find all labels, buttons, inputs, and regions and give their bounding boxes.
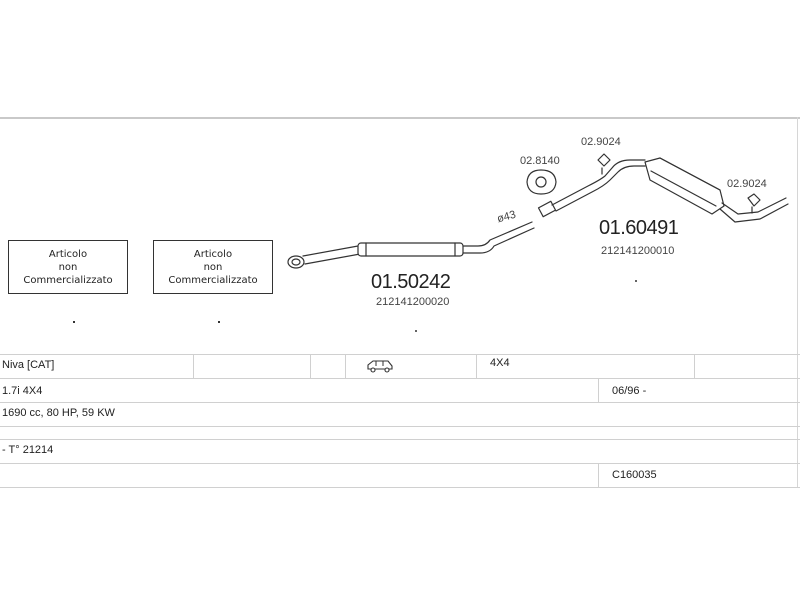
- rear-tailpipe: [719, 197, 789, 223]
- drive-type: 4X4: [490, 357, 510, 369]
- table-row-spacer: [0, 427, 800, 440]
- vehicle-model: Niva [CAT]: [2, 359, 55, 371]
- hanger-code-2[interactable]: 02.9024: [727, 178, 767, 190]
- table-row: - T° 21214: [0, 440, 800, 464]
- gasket-icon: [526, 169, 557, 195]
- catalog-ref: C160035: [612, 469, 657, 481]
- production-date: 06/96 -: [612, 385, 647, 397]
- hanger-code-1[interactable]: 02.9024: [581, 136, 621, 148]
- front-silencer-oem: 212141200020: [376, 296, 450, 308]
- gasket-code[interactable]: 02.8140: [520, 155, 560, 167]
- front-silencer: [357, 242, 464, 257]
- car-icon: [366, 359, 394, 382]
- vehicle-type: - T° 21214: [2, 444, 54, 456]
- rear-pipe: [551, 159, 646, 212]
- not-available-box-1: Articolo non Commercializzato: [8, 240, 128, 294]
- clamp-icon: [537, 200, 557, 218]
- right-border: [797, 117, 798, 487]
- exhaust-diagram: [287, 153, 789, 332]
- box-line-2: non: [203, 261, 223, 273]
- hanger-icon-1: [597, 153, 611, 175]
- engine-power: 1690 cc, 80 HP, 59 KW: [2, 407, 115, 419]
- table-row: Niva [CAT] 4X4: [0, 354, 800, 379]
- rear-silencer-oem: 212141200010: [601, 245, 675, 257]
- engine: 1.7i 4X4: [2, 385, 43, 397]
- front-silencer-code[interactable]: 01.50242: [371, 271, 451, 293]
- front-flange-icon: [287, 255, 305, 269]
- dot-marker-1: [73, 321, 75, 323]
- table-row: C160035: [0, 464, 800, 488]
- rear-silencer-code[interactable]: 01.60491: [599, 217, 679, 239]
- inlet-pipe: [302, 245, 361, 265]
- rear-silencer: [644, 157, 725, 215]
- box-line-1: Articolo: [193, 248, 233, 260]
- vehicle-table: Niva [CAT] 4X4 1.7i 4X4 06/96 - 1690 cc,…: [0, 354, 800, 488]
- dot-marker-2: [218, 321, 220, 323]
- box-line-3: Commercializzato: [168, 274, 258, 286]
- front-tail-pipe: [462, 221, 535, 254]
- box-line-1: Articolo: [48, 248, 88, 260]
- box-line-3: Commercializzato: [23, 274, 113, 286]
- hanger-icon-2: [747, 193, 761, 214]
- box-line-2: non: [58, 261, 78, 273]
- top-border: [0, 117, 800, 119]
- table-row: 1690 cc, 80 HP, 59 KW: [0, 403, 800, 427]
- table-row: 1.7i 4X4 06/96 -: [0, 379, 800, 403]
- not-available-box-2: Articolo non Commercializzato: [153, 240, 273, 294]
